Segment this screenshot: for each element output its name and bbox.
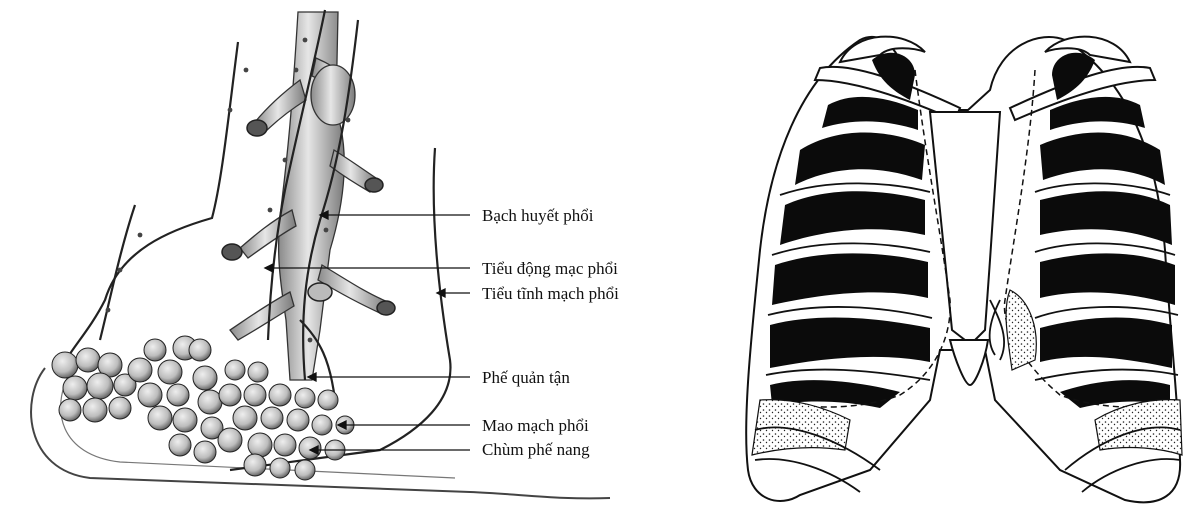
xiphoid-process <box>950 340 988 385</box>
label-lymphatic: Bạch huyết phổi <box>482 206 594 225</box>
rib-cage-illustration <box>746 37 1182 503</box>
bronchial-tree-illustration: Bạch huyết phổi Tiểu động mạc phổi Tiểu … <box>31 10 619 498</box>
label-terminal-bronchiole: Phế quản tận <box>482 368 570 387</box>
label-pulmonary-venule: Tiểu tĩnh mạch phổi <box>482 284 619 303</box>
bronchi <box>230 12 388 380</box>
label-pulmonary-arteriole: Tiểu động mạc phổi <box>482 259 618 278</box>
label-pulmonary-capillary: Mao mạch phổi <box>482 416 589 435</box>
label-alveolar-sac: Chùm phế nang <box>482 440 590 459</box>
